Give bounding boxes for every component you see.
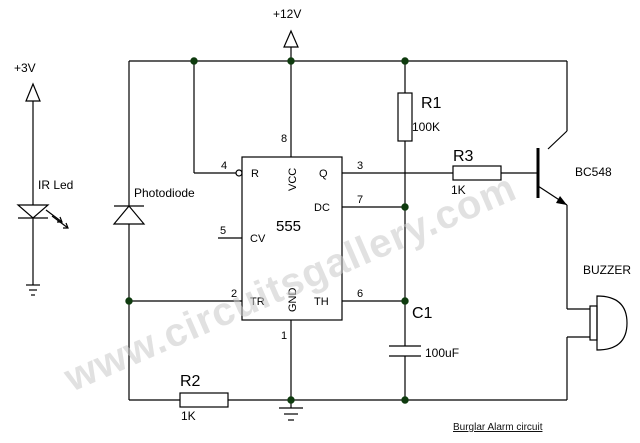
ground-symbol (279, 407, 303, 421)
r1-value-label: 100K (412, 120, 440, 134)
ic-pin-cv-label: CV (250, 233, 266, 245)
resistor-r1: R1 100K (397, 92, 442, 142)
ic-name: 555 (276, 218, 301, 235)
ic-pin-number-3: 3 (357, 160, 363, 172)
ic-pin-q-label: Q (319, 168, 328, 180)
ir-led-symbol: IR Led (16, 178, 73, 229)
wires (32, 47, 590, 408)
ic-pin-tr-label: TR (250, 296, 265, 308)
ic-pin-number-8: 8 (281, 133, 287, 145)
r2-value-label: 1K (181, 409, 196, 423)
buzzer-symbol: BUZZER (583, 263, 631, 351)
r1-name-label: R1 (421, 95, 442, 112)
ic-555: 555 R CV TR Q DC TH VCC GND 4 5 2 8 1 3 … (220, 133, 363, 342)
ir-led-label: IR Led (38, 178, 73, 192)
ic-pin-number-5: 5 (220, 225, 226, 237)
photodiode-label: Photodiode (134, 186, 195, 200)
supply-3v-label: +3V (14, 61, 36, 75)
watermark-text: www.circuitsgallery.com (57, 165, 523, 400)
ic-pin-number-6: 6 (357, 288, 363, 300)
ic-pin-gnd-label: GND (287, 288, 299, 313)
supply-12v-symbol: +12V (273, 7, 301, 48)
ic-pin-vcc-label: VCC (287, 168, 299, 191)
r2-name-label: R2 (180, 373, 201, 390)
transistor-label: BC548 (575, 165, 612, 179)
ic-pin-th-label: TH (314, 296, 329, 308)
capacitor-c1: C1 100uF (389, 305, 459, 360)
ic-pin-number-4: 4 (221, 160, 227, 172)
junction-dots (125, 57, 409, 404)
supply-3v-symbol: +3V (14, 61, 41, 102)
r3-name-label: R3 (453, 148, 474, 165)
ic-pin-dc-label: DC (314, 202, 330, 214)
supply-12v-label: +12V (273, 7, 301, 21)
ir-led-ground-symbol (26, 284, 40, 296)
ic-pin-number-7: 7 (357, 194, 363, 206)
resistor-r2: R2 1K (179, 373, 229, 423)
buzzer-label: BUZZER (583, 263, 631, 277)
ic-pin-r-label: R (251, 168, 259, 180)
resistor-r3: R3 1K (451, 148, 502, 197)
diagram-caption: Burglar Alarm circuit (453, 422, 543, 433)
transistor-bc548: BC548 (534, 148, 612, 206)
r3-value-label: 1K (451, 183, 466, 197)
c1-value-label: 100uF (425, 346, 459, 360)
c1-name-label: C1 (412, 305, 433, 322)
ic-pin-number-1: 1 (281, 330, 287, 342)
photodiode-symbol: Photodiode (112, 186, 195, 225)
ic-pin-number-2: 2 (231, 288, 237, 300)
